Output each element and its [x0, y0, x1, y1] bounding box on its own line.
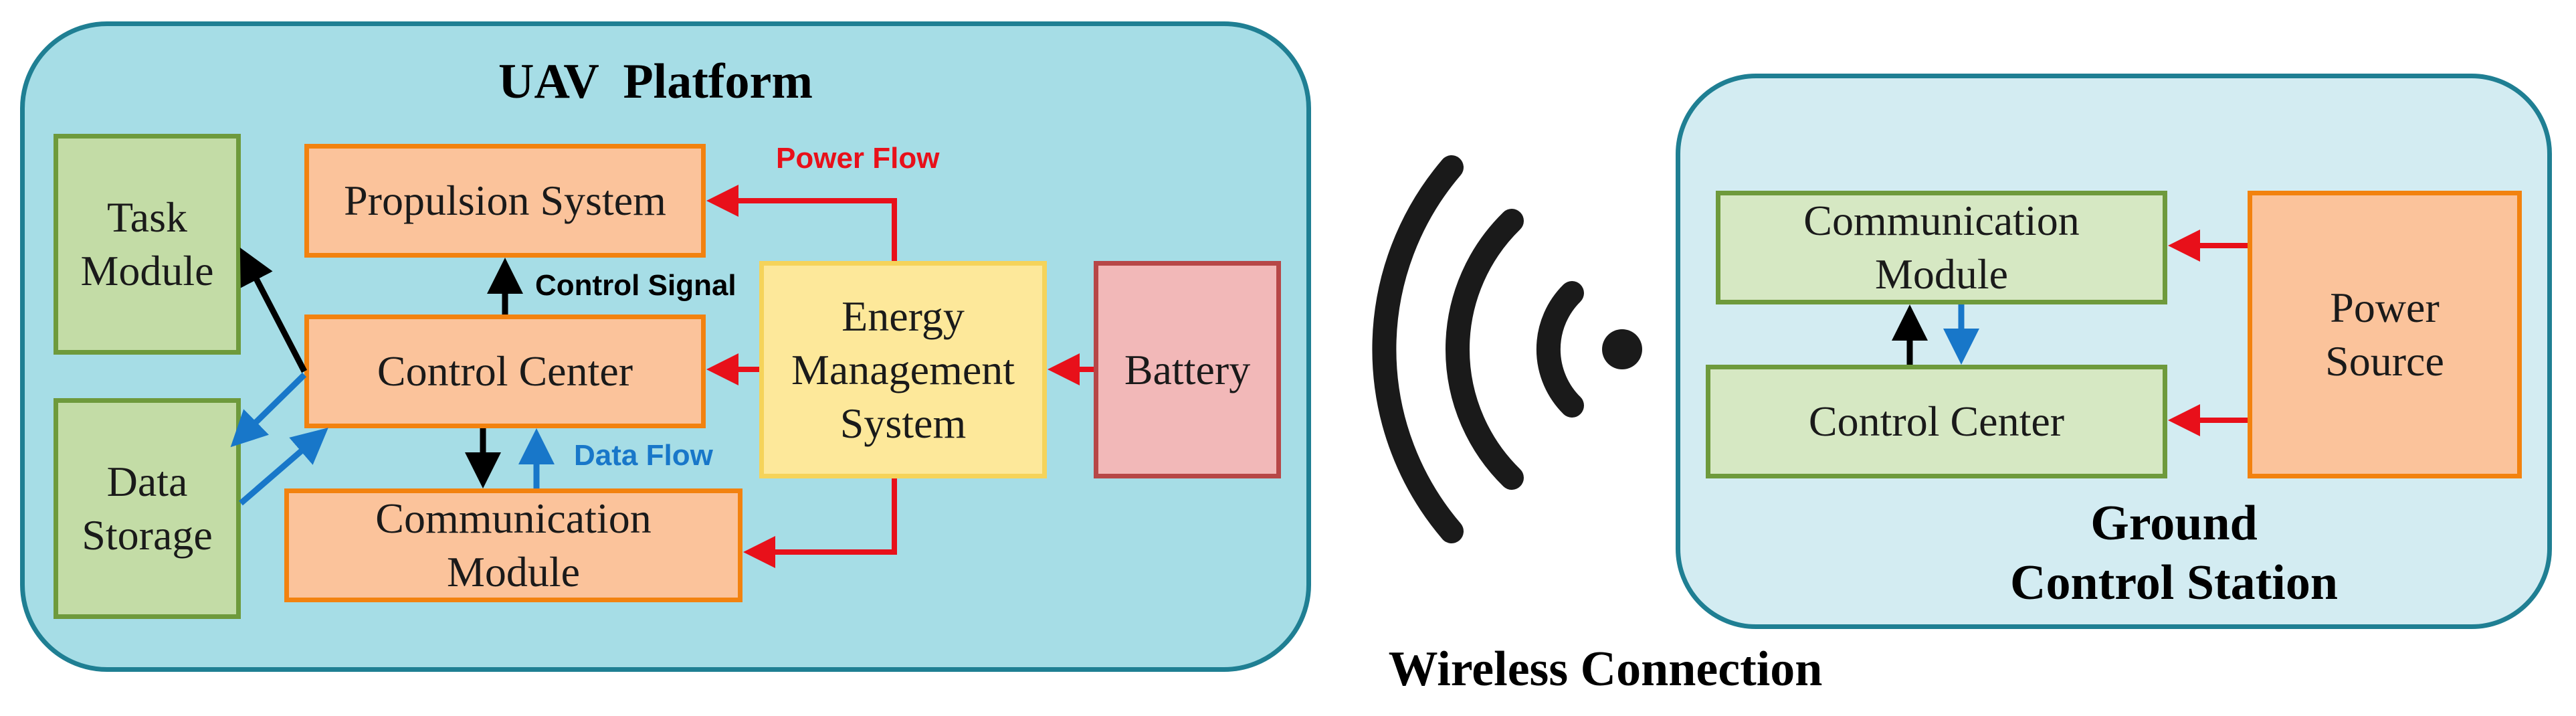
power-source-label: Power Source — [2325, 284, 2444, 385]
power-source-box: Power Source — [2248, 191, 2522, 478]
uav-control-center-box: Control Center — [304, 315, 706, 428]
data-arrow-control-to-storage — [230, 372, 307, 448]
power-flow-arrows — [706, 185, 2248, 568]
battery-box: Battery — [1094, 261, 1281, 478]
ground-control-station-title: Ground Control Station — [2010, 496, 2338, 610]
wireless-signal-icon — [1372, 155, 1642, 543]
energy-management-system-box: Energy Management System — [759, 261, 1047, 478]
gcs-communication-module-box: Communication Module — [1716, 191, 2167, 304]
control-arrow-to-task-module — [239, 248, 307, 373]
data-flow-arrows — [230, 304, 1979, 506]
control-signal-arrows — [239, 248, 1928, 488]
power-arrow-energy-to-propulsion — [706, 185, 897, 261]
power-flow-label: Power Flow — [776, 142, 940, 175]
task-module-label: Task Module — [80, 193, 214, 294]
uav-control-center-label: Control Center — [377, 347, 633, 395]
battery-label: Battery — [1124, 345, 1251, 393]
energy-management-system-label: Energy Management System — [791, 292, 1015, 447]
data-storage-label: Data Storage — [82, 458, 213, 559]
control-signal-label: Control Signal — [535, 269, 736, 302]
uav-propulsion-system-box: Propulsion System — [304, 144, 706, 258]
data-arrow-storage-to-control — [239, 428, 328, 506]
gcs-communication-module-label: Communication Module — [1803, 197, 2080, 298]
uav-platform-title: UAV Platform — [498, 54, 813, 109]
propulsion-system-label: Propulsion System — [344, 177, 666, 224]
task-module-box: Task Module — [54, 134, 241, 355]
gcs-control-center-label: Control Center — [1808, 397, 2065, 445]
gcs-control-center-box: Control Center — [1706, 365, 2167, 478]
power-arrow-energy-to-communication — [743, 478, 897, 568]
data-flow-label: Data Flow — [574, 439, 713, 472]
uav-communication-module-label: Communication Module — [375, 495, 652, 596]
uav-communication-module-box: Communication Module — [284, 488, 742, 602]
wireless-connection-label: Wireless Connection — [1388, 642, 1823, 697]
data-storage-box: Data Storage — [54, 398, 241, 619]
